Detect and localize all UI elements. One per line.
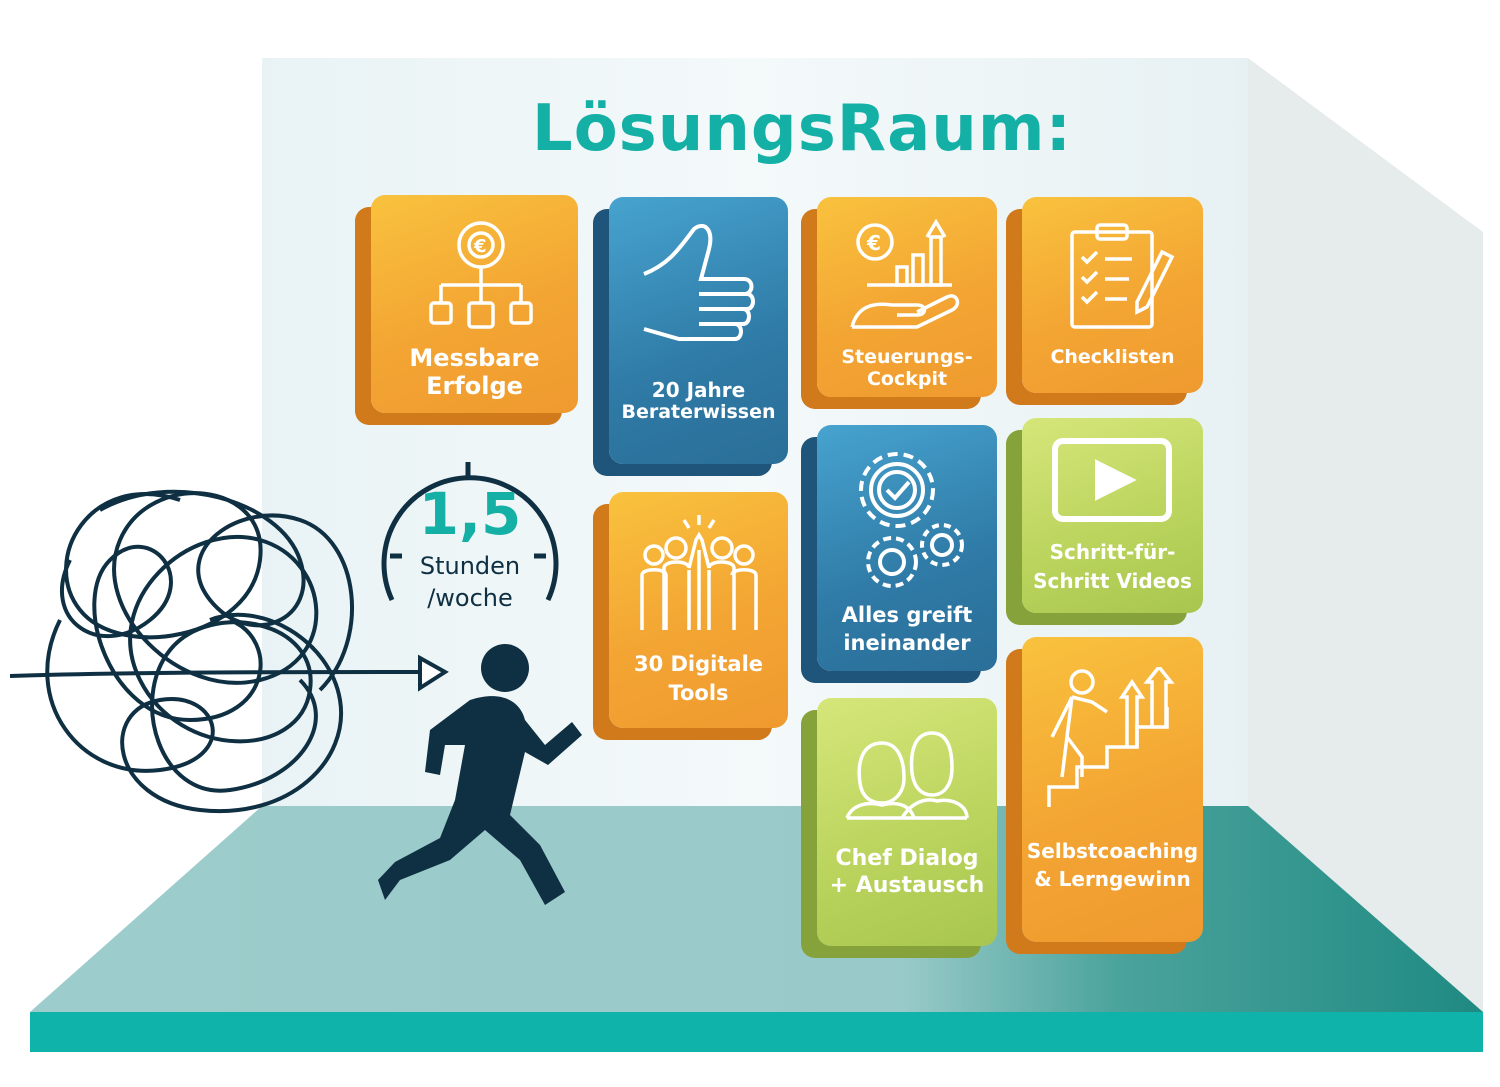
running-person-icon <box>378 644 582 905</box>
video-play-icon <box>1052 438 1172 522</box>
tile-steuerungs-cockpit: € Steuerungs- Cockpit <box>817 197 997 397</box>
floor <box>30 806 1483 1012</box>
tile-label-line2: Beraterwissen <box>621 401 776 423</box>
tile-label-line1: Schritt-für- <box>1049 540 1176 564</box>
hours-unit: Stunden <box>419 552 521 580</box>
page-title: LösungsRaum: <box>531 92 1073 166</box>
svg-text:€: € <box>866 231 881 255</box>
tile-label-line1: 30 Digitale <box>633 652 764 676</box>
right-wall <box>1248 58 1483 1012</box>
tile-label-line2: Tools <box>668 681 729 705</box>
tile-label-line2: ineinander <box>843 631 971 655</box>
tile-label-line2: & Lerngewinn <box>1034 867 1191 891</box>
team-highfive-icon <box>640 515 758 630</box>
tile-label-line1: 20 Jahre <box>651 378 746 402</box>
tile-label-line1: Checklisten <box>1050 346 1175 368</box>
tangled-scribble-icon <box>9 489 449 814</box>
tile-label-line1: Selbstcoaching <box>1026 839 1199 863</box>
person-climbing-stairs-icon <box>1047 667 1175 807</box>
tile-label-line1: Alles greift <box>841 603 973 627</box>
svg-text:€: € <box>473 236 487 257</box>
tile-chef-dialog: Chef Dialog + Austausch <box>817 698 997 946</box>
tile-label-line2: Cockpit <box>866 368 948 390</box>
clipboard-checklist-icon <box>1070 223 1175 329</box>
hours-per-week: /woche <box>427 584 513 612</box>
hours-value: 1,5 <box>418 480 522 548</box>
tile-messbare-erfolge: € Messbare Erfolge <box>371 195 578 413</box>
gears-check-icon <box>859 452 964 588</box>
tile-label-line1: Steuerungs- <box>841 346 973 368</box>
tile-digitale-tools: 30 Digitale Tools <box>609 492 788 728</box>
clock-dial <box>381 462 559 602</box>
two-people-icon <box>845 731 969 820</box>
tile-videos: Schritt-für- Schritt Videos <box>1022 418 1203 613</box>
tile-label-line2: Erfolge <box>426 372 523 400</box>
tile-label-line2: + Austausch <box>829 873 985 898</box>
floor-edge <box>30 1012 1483 1052</box>
tile-label-line2: Schritt Videos <box>1033 569 1192 593</box>
time-clock: 1,5 Stunden /woche <box>380 450 560 620</box>
tile-label-line1: Chef Dialog <box>835 846 979 871</box>
thumbs-up-icon <box>643 223 755 341</box>
tile-checklisten: Checklisten <box>1022 197 1203 393</box>
tile-selbstcoaching: Selbstcoaching & Lerngewinn <box>1022 637 1203 942</box>
tile-label-line1: Messbare <box>409 344 540 372</box>
tile-alles-greift: Alles greift ineinander <box>817 425 997 671</box>
gear-euro-hierarchy-icon: € <box>429 221 533 329</box>
hand-chart-euro-icon: € <box>850 218 960 329</box>
tile-beraterwissen: 20 Jahre Beraterwissen <box>609 197 788 464</box>
